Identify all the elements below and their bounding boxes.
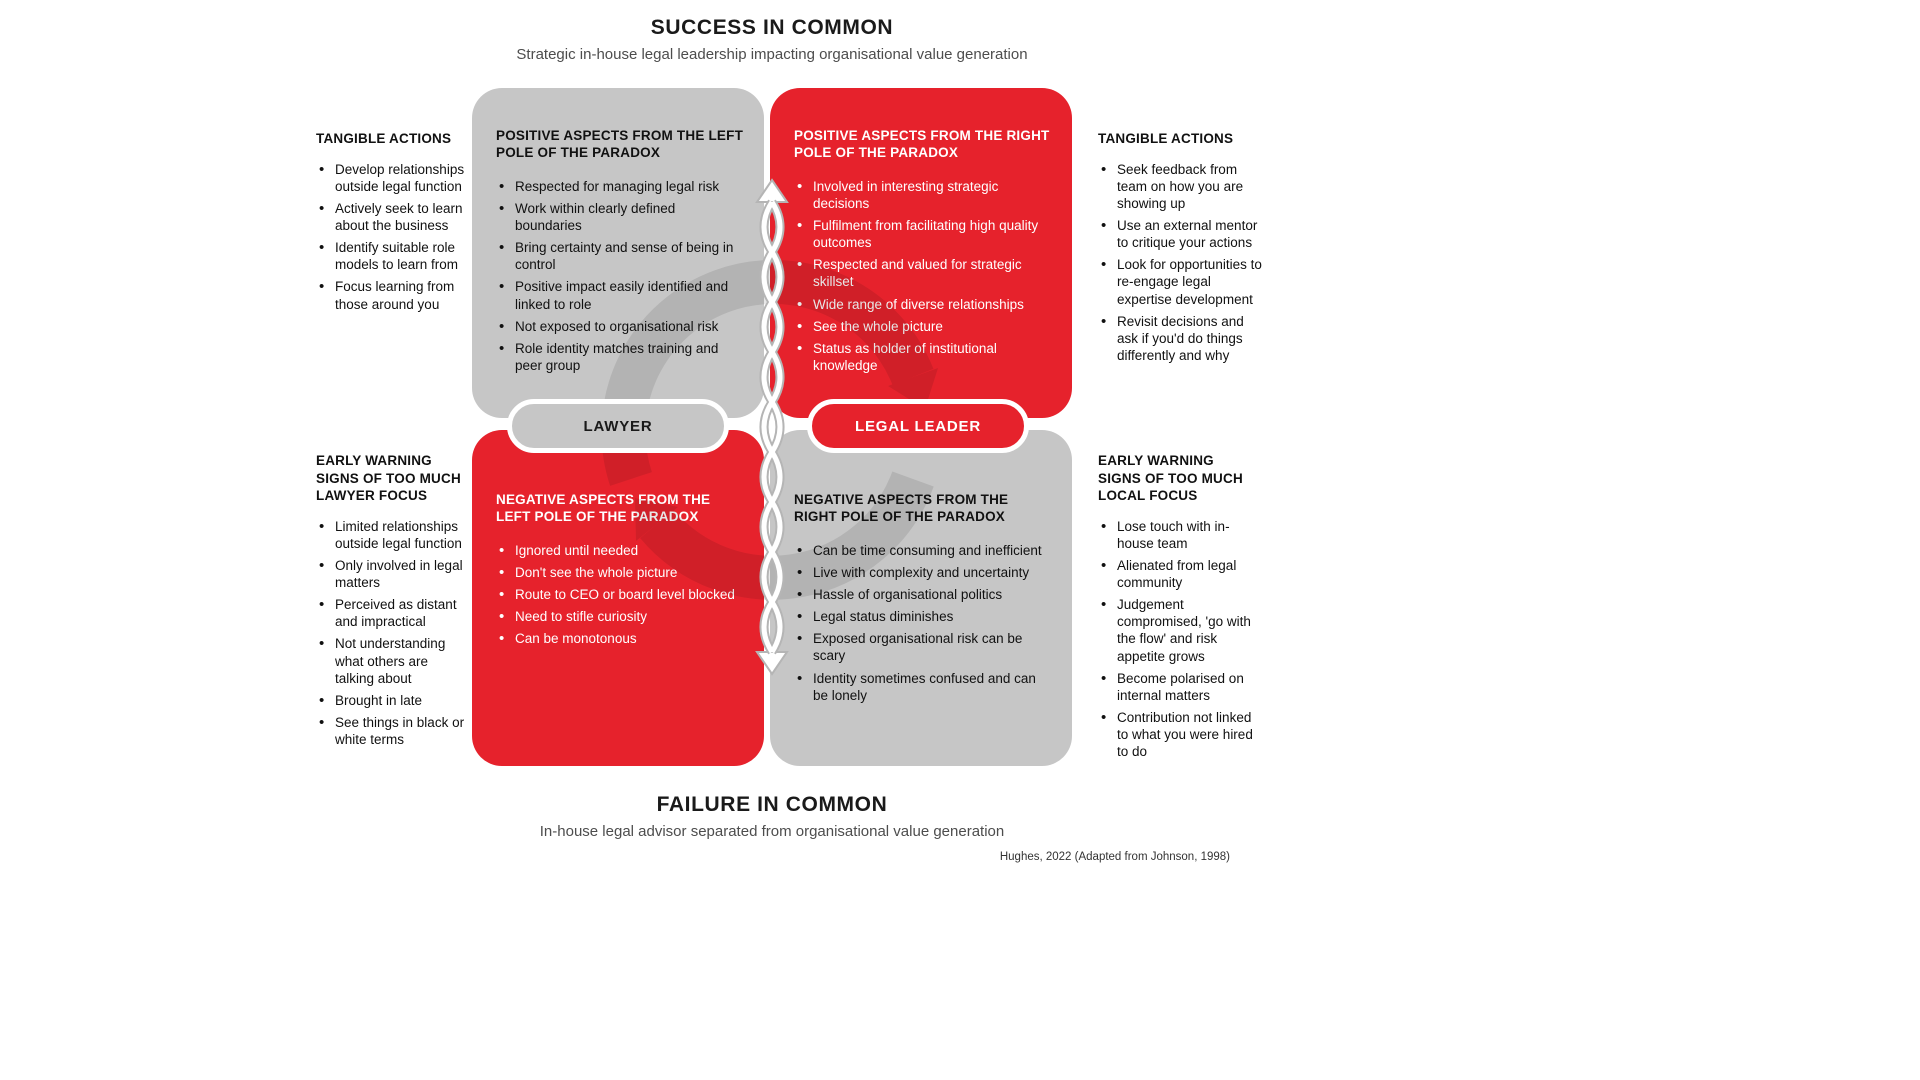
list-item: Limited relationships outside legal func… [316, 517, 468, 552]
list-item: Use an external mentor to critique your … [1098, 216, 1268, 251]
list-item: Ignored until needed [496, 541, 744, 560]
list-item: Seek feedback from team on how you are s… [1098, 160, 1268, 212]
list-item: Lose touch with in-house team [1098, 517, 1260, 552]
pole-pill-lawyer: LAWYER [507, 399, 729, 453]
quadrant-positive-left: POSITIVE ASPECTS FROM THE LEFT POLE OF T… [472, 88, 764, 418]
list-item: Work within clearly defined boundaries [496, 199, 744, 234]
list-item: Don't see the whole picture [496, 563, 744, 582]
list-item: Look for opportunities to re-engage lega… [1098, 255, 1268, 307]
quadrant-heading: POSITIVE ASPECTS FROM THE RIGHT POLE OF … [794, 128, 1050, 160]
list-item: Judgement compromised, 'go with the flow… [1098, 595, 1260, 665]
list-item: Identity sometimes confused and can be l… [794, 669, 1052, 704]
side-bullet-list: Lose touch with in-house teamAlienated f… [1098, 517, 1260, 761]
list-item: Contribution not linked to what you were… [1098, 708, 1260, 760]
failure-subtitle: In-house legal advisor separated from or… [539, 823, 1005, 840]
list-item: Develop relationships outside legal func… [316, 160, 466, 195]
list-item: Brought in late [316, 691, 468, 710]
side-bullet-list: Develop relationships outside legal func… [316, 160, 466, 313]
list-item: Identify suitable role models to learn f… [316, 238, 466, 273]
list-item: Need to stifle curiosity [496, 607, 744, 626]
quadrant-heading: POSITIVE ASPECTS FROM THE LEFT POLE OF T… [496, 128, 744, 160]
quadrant-negative-left: NEGATIVE ASPECTS FROM THE LEFT POLE OF T… [472, 430, 764, 766]
list-item: Not understanding what others are talkin… [316, 634, 468, 686]
side-bullet-list: Limited relationships outside legal func… [316, 517, 468, 749]
header-block: SUCCESS IN COMMON Strategic in-house leg… [472, 16, 1072, 63]
side-bullet-list: Seek feedback from team on how you are s… [1098, 160, 1268, 365]
twist-chain-icon [755, 178, 789, 676]
list-item: Focus learning from those around you [316, 277, 466, 312]
success-title: SUCCESS IN COMMON [650, 16, 894, 39]
pole-pill-legal-leader: LEGAL LEADER [807, 399, 1029, 453]
list-item: Positive impact easily identified and li… [496, 277, 744, 312]
list-item: Become polarised on internal matters [1098, 669, 1260, 704]
success-subtitle: Strategic in-house legal leadership impa… [516, 46, 1028, 63]
list-item: Respected for managing legal risk [496, 177, 744, 196]
footer-block: FAILURE IN COMMON In-house legal advisor… [472, 793, 1072, 840]
quadrant-bullet-list: Ignored until neededDon't see the whole … [496, 541, 744, 649]
list-item: Involved in interesting strategic decisi… [794, 177, 1052, 212]
side-heading: EARLY WARNING SIGNS OF TOO MUCH LAWYER F… [316, 453, 461, 504]
side-heading: TANGIBLE ACTIONS [1098, 131, 1234, 146]
side-heading: TANGIBLE ACTIONS [316, 131, 452, 146]
list-item: Fulfilment from facilitating high qualit… [794, 216, 1052, 251]
quadrant-bullet-list: Can be time consuming and inefficientLiv… [794, 541, 1052, 704]
list-item: Perceived as distant and impractical [316, 595, 468, 630]
side-column-warning-local: EARLY WARNING SIGNS OF TOO MUCH LOCAL FO… [1098, 452, 1260, 765]
list-item: Legal status diminishes [794, 607, 1052, 626]
side-column-tangible-actions-right: TANGIBLE ACTIONS Seek feedback from team… [1098, 130, 1268, 369]
failure-title: FAILURE IN COMMON [656, 793, 888, 816]
side-column-tangible-actions-left: TANGIBLE ACTIONS Develop relationships o… [316, 130, 466, 318]
side-column-warning-lawyer: EARLY WARNING SIGNS OF TOO MUCH LAWYER F… [316, 452, 468, 753]
list-item: Exposed organisational risk can be scary [794, 629, 1052, 664]
list-item: Can be monotonous [496, 629, 744, 648]
list-item: Only involved in legal matters [316, 556, 468, 591]
quadrant-negative-right: NEGATIVE ASPECTS FROM THE RIGHT POLE OF … [770, 430, 1072, 766]
list-item: Actively seek to learn about the busines… [316, 199, 466, 234]
list-item: Bring certainty and sense of being in co… [496, 238, 744, 273]
list-item: Alienated from legal community [1098, 556, 1260, 591]
list-item: Route to CEO or board level blocked [496, 585, 744, 604]
list-item: Revisit decisions and ask if you'd do th… [1098, 312, 1268, 364]
source-credit: Hughes, 2022 (Adapted from Johnson, 1998… [999, 851, 1230, 863]
list-item: See things in black or white terms [316, 713, 468, 748]
side-heading: EARLY WARNING SIGNS OF TOO MUCH LOCAL FO… [1098, 453, 1243, 504]
quadrant-bullet-list: Respected for managing legal riskWork wi… [496, 177, 744, 374]
